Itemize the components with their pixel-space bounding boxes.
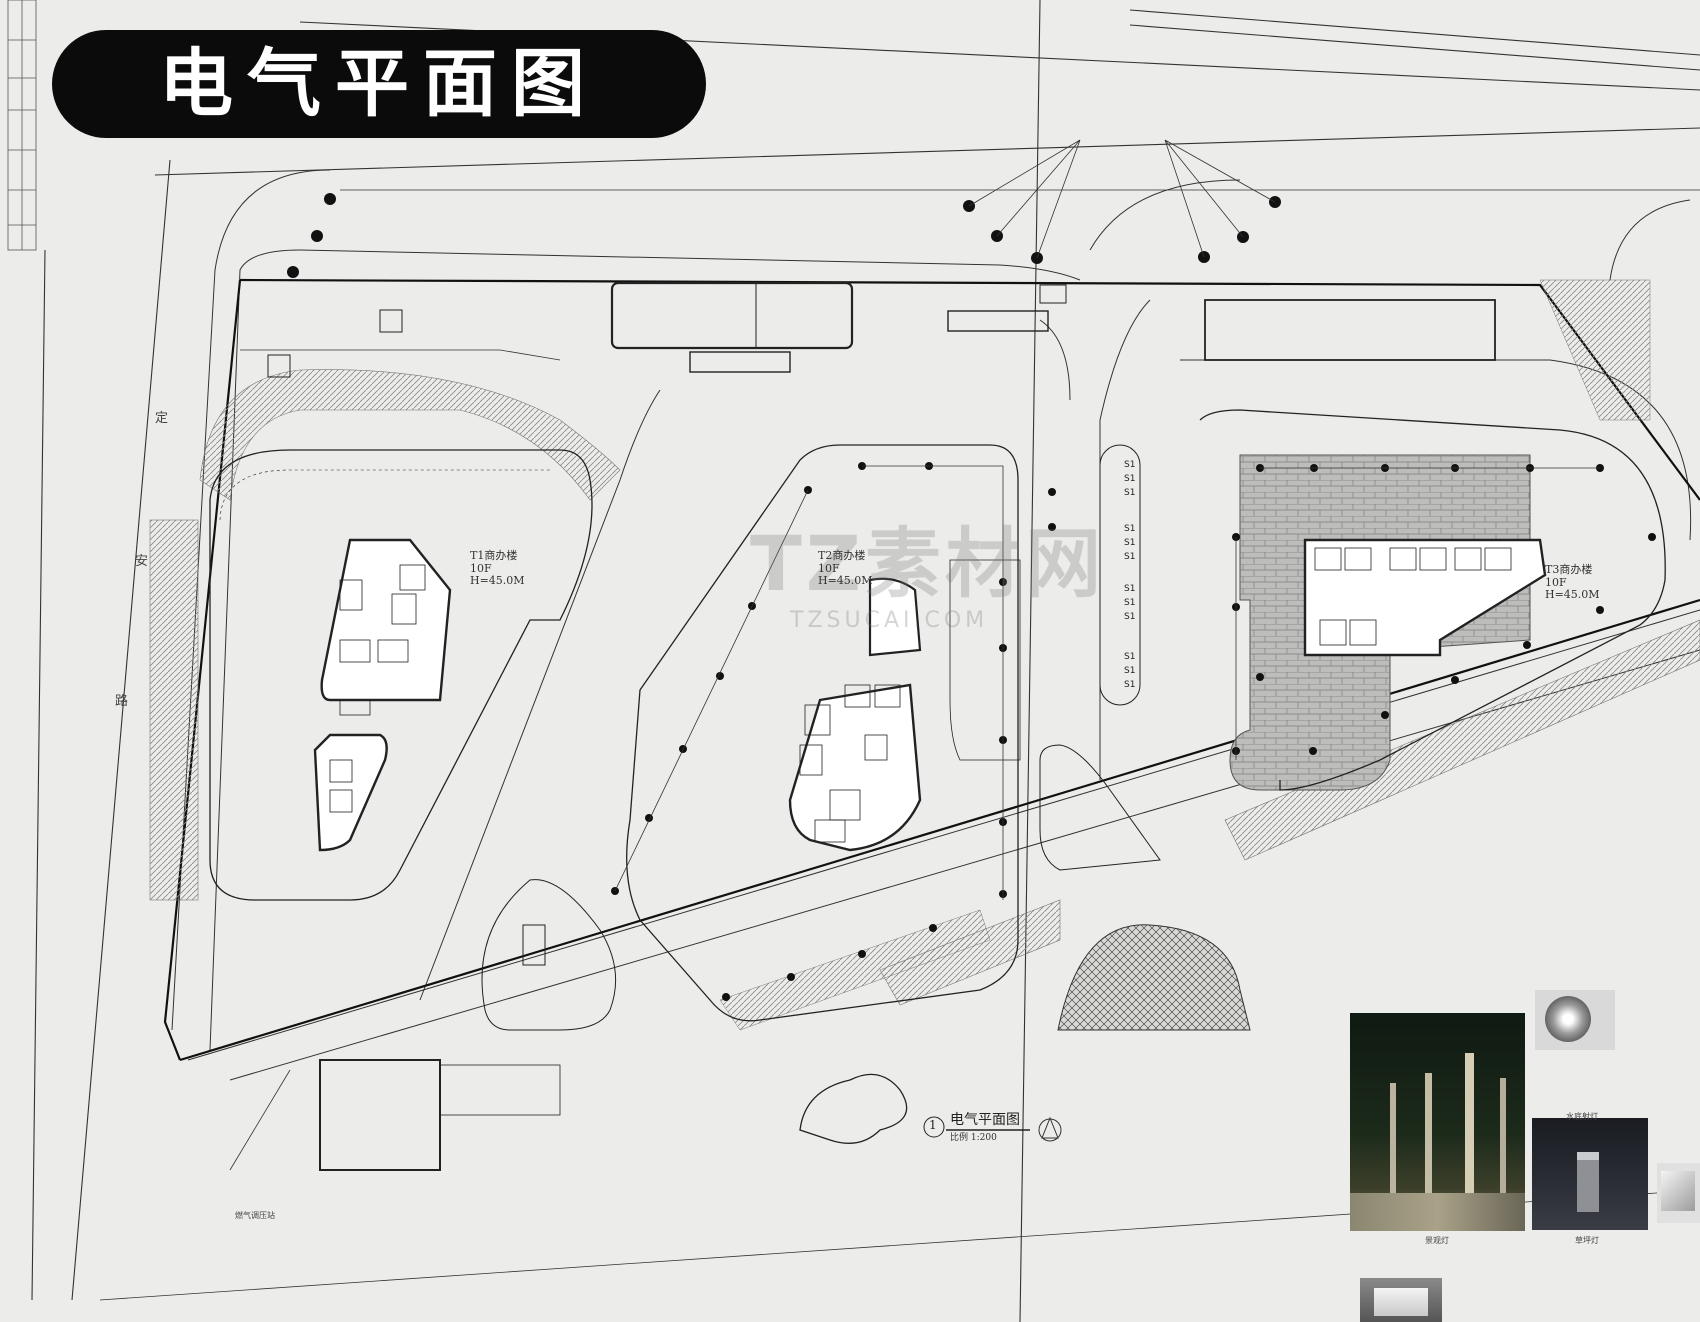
road-name-char-3: 路: [115, 694, 129, 709]
landscape-light-caption: 景观灯: [1425, 1236, 1449, 1245]
wiring: [229, 139, 1700, 1171]
watermark-url: TZSUCAI.COM: [790, 608, 989, 633]
underwater-light-photo: [1535, 990, 1615, 1050]
lawn-light-caption: 草坪灯: [1575, 1236, 1599, 1245]
circuit-label: S1: [1124, 460, 1136, 470]
circuit-label: S1: [1124, 474, 1136, 484]
circuit-label: S1: [1124, 524, 1136, 534]
circuit-label: S1: [1124, 612, 1136, 622]
circuit-label: S1: [1124, 552, 1136, 562]
circuit-label: S1: [1124, 652, 1136, 662]
tree-clump: [799, 1073, 908, 1144]
title-block-strip: [7, 0, 37, 251]
t2-building-label: T2商办楼 10F H=45.0M: [818, 549, 873, 588]
t3-building-label: T3商办楼 10F H=45.0M: [1545, 563, 1600, 602]
lawn-light-photo: [1532, 1118, 1648, 1230]
circuit-label: S1: [1124, 488, 1136, 498]
t1-height: H=45.0M: [470, 574, 525, 588]
t2-name: T2商办楼: [818, 549, 866, 562]
watermark: TZ素材网: [750, 519, 1105, 608]
t1-floors: 10F: [470, 561, 492, 575]
page-title: 电气平面图: [159, 41, 599, 127]
circuit-label: S1: [1124, 538, 1136, 548]
drawing-title: 电气平面图: [950, 1112, 1020, 1128]
t3-height: H=45.0M: [1545, 588, 1600, 602]
circuit-label: S1: [1124, 680, 1136, 690]
road-name-char-2: 安: [135, 554, 149, 569]
t1-building: [209, 449, 593, 901]
paving-bands: [149, 279, 1700, 1031]
drawing-number: 1: [929, 1118, 937, 1132]
circuit-label: S1: [1124, 666, 1136, 676]
flood-light-photo: [1657, 1163, 1700, 1223]
circuit-label: S1: [1124, 584, 1136, 594]
north-arrow: [1038, 1116, 1062, 1142]
drawing-number-circle: [923, 1116, 945, 1138]
circuit-label: S1: [1124, 598, 1136, 608]
t2-height: H=45.0M: [818, 574, 873, 588]
t2-building: [626, 444, 1019, 1022]
t1-name: T1商办楼: [470, 549, 518, 562]
top-structures: [267, 281, 1496, 1171]
t3-name: T3商办楼: [1545, 563, 1593, 576]
site-roads: [171, 169, 1700, 1081]
underwater-light-caption: 水底射灯: [1566, 1112, 1598, 1121]
t2-floors: 10F: [818, 561, 840, 575]
road-name-char-1: 定: [155, 411, 169, 426]
gas-station-label: 燃气调压站: [235, 1211, 275, 1220]
title-banner: 电气平面图: [52, 30, 706, 138]
t1-building-label: T1商办楼 10F H=45.0M: [470, 549, 525, 588]
landscape-islands: [481, 444, 1161, 1031]
landscape-light-photo: [1350, 1013, 1525, 1231]
round-plaza: [1057, 924, 1251, 1031]
site-boundary: [163, 278, 1700, 1062]
drawing-scale: 比例 1:200: [950, 1133, 997, 1143]
t3-building: [1199, 409, 1666, 791]
t3-floors: 10F: [1545, 575, 1567, 589]
step-light-photo: [1360, 1278, 1442, 1322]
